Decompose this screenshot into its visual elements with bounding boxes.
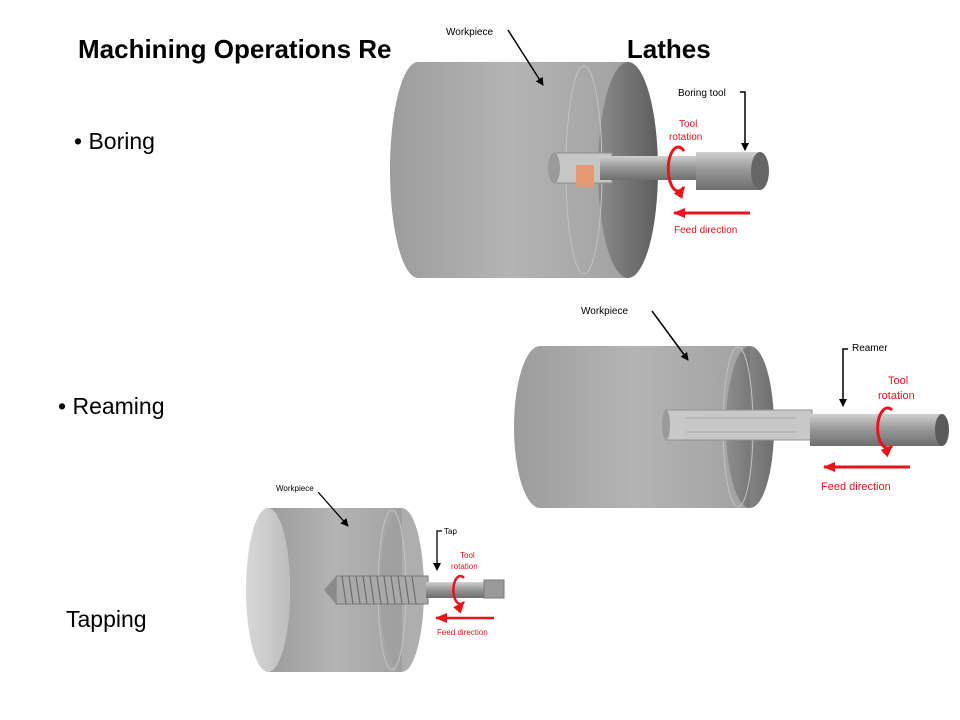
boring-workpiece-label: Workpiece bbox=[446, 27, 493, 38]
bullet-boring: • Boring bbox=[74, 128, 155, 155]
boring-workpiece-arrow bbox=[507, 29, 544, 86]
reaming-illustration: Workpiece Reamer Tool rotation Feed dire… bbox=[514, 306, 949, 508]
boring-rotation-arrow bbox=[666, 145, 686, 199]
bullet-reaming: • Reaming bbox=[58, 393, 165, 420]
tapping-tool-arrow bbox=[433, 530, 442, 571]
tapping-workpiece-arrow bbox=[317, 491, 349, 527]
boring-rotation-label-2: rotation bbox=[669, 132, 702, 143]
reaming-tool-arrow bbox=[839, 348, 848, 407]
reaming-workpiece-label: Workpiece bbox=[581, 306, 628, 317]
tapping-rotation-arrow bbox=[452, 574, 465, 614]
reaming-rotation-label: Tool bbox=[888, 375, 908, 387]
boring-rotation-label: Tool bbox=[679, 119, 697, 130]
bullet-tapping: Tapping bbox=[66, 606, 147, 633]
bullet-marker: • bbox=[58, 393, 67, 419]
boring-tool-arrow bbox=[740, 91, 749, 151]
reaming-rotation-label-2: rotation bbox=[878, 390, 915, 402]
tap-tool bbox=[324, 575, 505, 605]
bullet-label: Reaming bbox=[72, 393, 165, 419]
reaming-tool-label: Reamer bbox=[852, 343, 888, 354]
bullet-marker: • bbox=[74, 128, 83, 154]
tapping-rotation-label: Tool bbox=[460, 551, 475, 560]
tapping-workpiece-label: Workpiece bbox=[276, 484, 314, 493]
reaming-rotation-arrow bbox=[876, 406, 894, 458]
reaming-workpiece-arrow bbox=[651, 310, 689, 361]
reaming-feed-label: Feed direction bbox=[821, 481, 891, 493]
tapping-feed-label: Feed direction bbox=[437, 628, 488, 637]
boring-tool bbox=[548, 152, 769, 190]
boring-tool-label: Boring tool bbox=[678, 88, 726, 99]
tapping-rotation-label-2: rotation bbox=[451, 562, 478, 571]
reamer-tool bbox=[662, 409, 949, 446]
boring-illustration: Workpiece Boring tool Tool rotation Feed… bbox=[390, 20, 769, 285]
bullet-label: Boring bbox=[88, 128, 155, 154]
bullet-label: Tapping bbox=[66, 606, 147, 632]
tapping-illustration: Workpiece Tap Tool rotation Feed directi… bbox=[246, 484, 505, 672]
tapping-tool-label: Tap bbox=[444, 527, 457, 536]
boring-feed-label: Feed direction bbox=[674, 225, 737, 236]
reaming-workpiece bbox=[514, 346, 774, 508]
